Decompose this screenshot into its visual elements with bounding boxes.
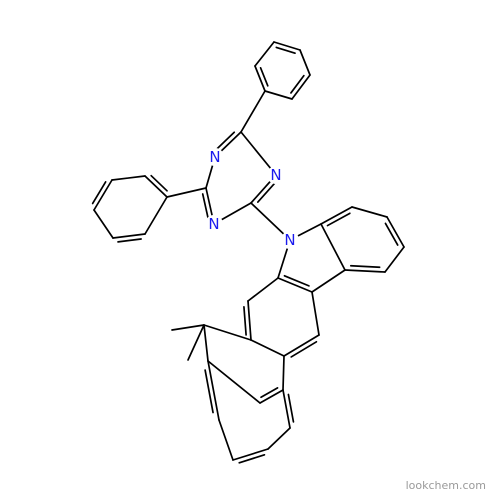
atom-label-n: N: [284, 231, 295, 249]
double-bond-inner: [290, 340, 318, 358]
double-bond: [93, 179, 113, 211]
single-bond: [166, 187, 207, 198]
double-bond: [232, 448, 269, 461]
double-bond: [386, 216, 405, 248]
double-bond-inner: [214, 131, 236, 152]
double-bond-inner: [275, 46, 296, 55]
single-bond: [203, 324, 209, 362]
atom-n-triazine-bottom: N: [205, 215, 223, 233]
bond-layer: [91, 41, 405, 464]
double-bond-inner: [260, 387, 279, 399]
double-bond-inner: [150, 174, 168, 192]
double-bond: [291, 74, 311, 100]
double-bond-inner: [91, 181, 107, 205]
single-bond: [267, 427, 291, 450]
double-bond: [207, 360, 220, 421]
double-bond-inner: [201, 193, 210, 221]
double-bond-inner: [257, 181, 277, 203]
double-bond-inner: [204, 369, 214, 414]
single-bond: [144, 196, 168, 235]
double-bond-inner: [349, 264, 381, 269]
single-bond: [240, 131, 277, 176]
double-bond: [259, 389, 284, 404]
single-bond: [351, 206, 388, 218]
single-bond: [93, 209, 114, 239]
single-bond: [311, 269, 346, 293]
double-bond-inner: [287, 393, 295, 423]
double-bond-inner: [290, 74, 305, 94]
double-bond-inner: [117, 238, 142, 243]
double-bond-inner: [326, 212, 351, 227]
single-bond: [247, 277, 279, 302]
double-bond-inner: [238, 453, 266, 464]
single-bond: [250, 339, 285, 357]
double-bond: [273, 41, 301, 51]
watermark: lookchem.com: [405, 479, 486, 492]
double-bond-inner: [243, 305, 247, 336]
single-bond: [311, 291, 320, 336]
double-bond: [282, 389, 291, 429]
atom-label-n: N: [270, 166, 281, 184]
double-bond: [277, 277, 313, 293]
double-bond: [320, 206, 353, 225]
single-bond: [240, 90, 266, 133]
double-bond: [254, 65, 266, 92]
single-bond: [254, 41, 275, 67]
atom-label-n: N: [209, 148, 220, 166]
double-bond: [344, 269, 386, 273]
single-bond: [203, 324, 252, 341]
atom-label-n: N: [208, 215, 219, 233]
atom-n-triazine-top: N: [206, 148, 224, 166]
double-bond: [144, 175, 168, 198]
atom-label-layer: N N N N: [205, 148, 299, 249]
single-bond: [299, 49, 311, 76]
single-bond: [320, 223, 346, 271]
double-bond: [112, 233, 146, 239]
single-bond: [207, 360, 261, 404]
single-bond: [187, 324, 205, 361]
double-bond: [247, 300, 252, 341]
atom-n-triazine-right: N: [267, 166, 285, 184]
single-bond: [264, 90, 293, 100]
single-bond: [111, 175, 146, 181]
single-bond: [282, 355, 285, 391]
double-bond: [283, 334, 320, 357]
atom-n-carbazole: N: [281, 231, 299, 249]
double-bond-inner: [384, 222, 399, 246]
single-bond: [384, 246, 405, 273]
single-bond: [171, 324, 205, 331]
double-bond-inner: [283, 274, 310, 287]
single-bond: [218, 419, 234, 461]
double-bond-inner: [259, 66, 269, 87]
